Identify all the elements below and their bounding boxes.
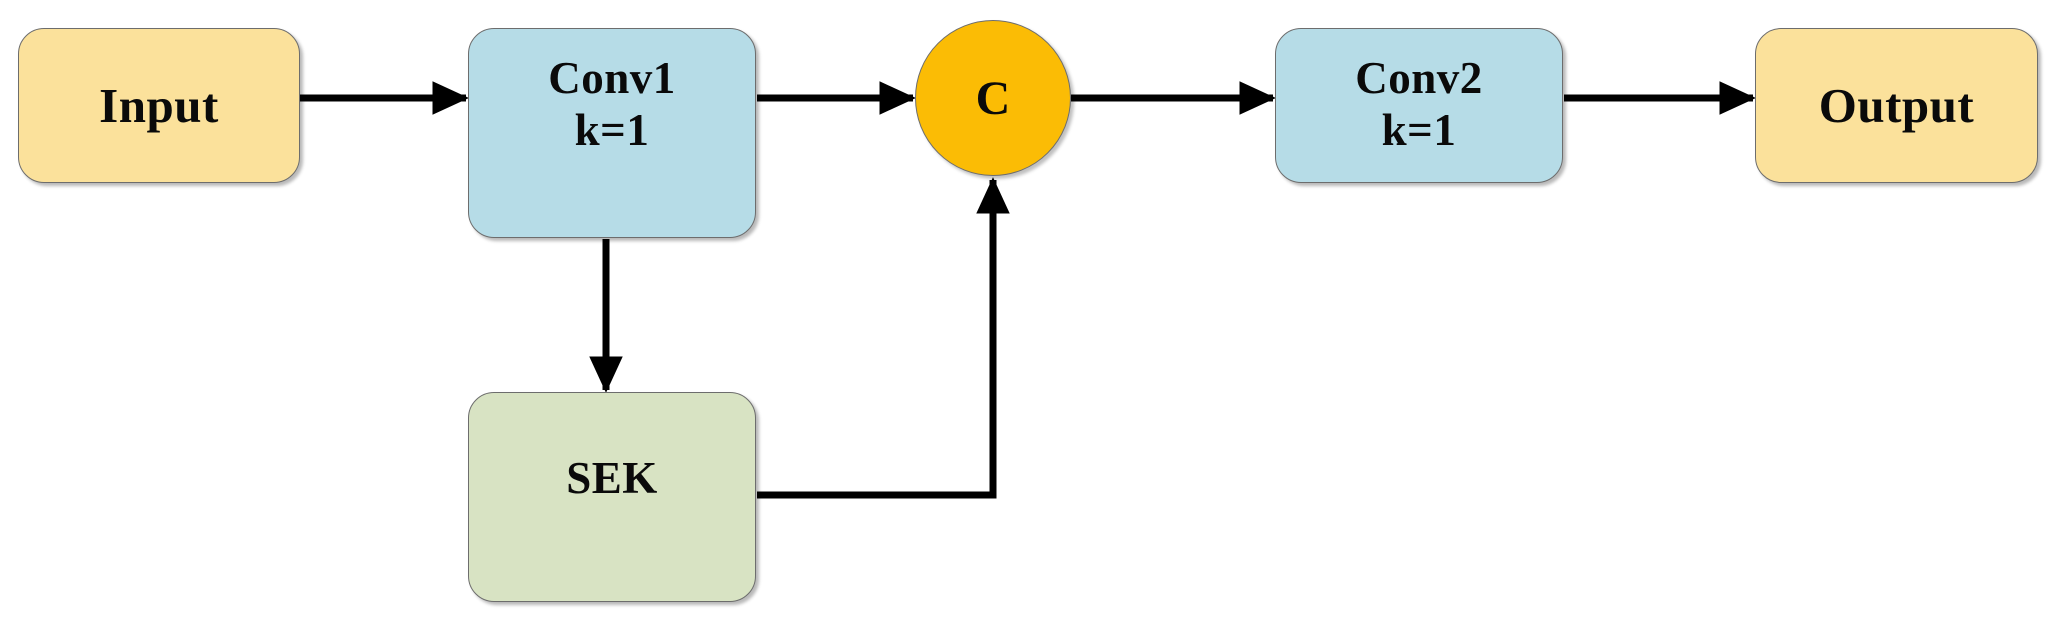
node-conv2[interactable]: Conv2 k=1 bbox=[1275, 28, 1563, 183]
node-output-label: Output bbox=[1818, 77, 1975, 133]
node-input[interactable]: Input bbox=[18, 28, 300, 183]
node-conv2-label: Conv2 bbox=[1355, 53, 1483, 103]
node-conv2-kernel-label: k=1 bbox=[1381, 104, 1457, 155]
node-conv1-kernel-label: k=1 bbox=[574, 104, 650, 155]
edge-sek-to-concat bbox=[757, 177, 1010, 499]
node-output[interactable]: Output bbox=[1755, 28, 2038, 183]
node-sek[interactable]: SEK bbox=[468, 392, 756, 602]
node-concat-label: C bbox=[975, 71, 1011, 125]
node-concat[interactable]: C bbox=[915, 20, 1071, 176]
node-input-label: Input bbox=[99, 77, 219, 133]
node-sek-label: SEK bbox=[566, 453, 658, 503]
node-conv1[interactable]: Conv1 k=1 bbox=[468, 28, 756, 238]
node-conv1-label: Conv1 bbox=[548, 53, 676, 103]
